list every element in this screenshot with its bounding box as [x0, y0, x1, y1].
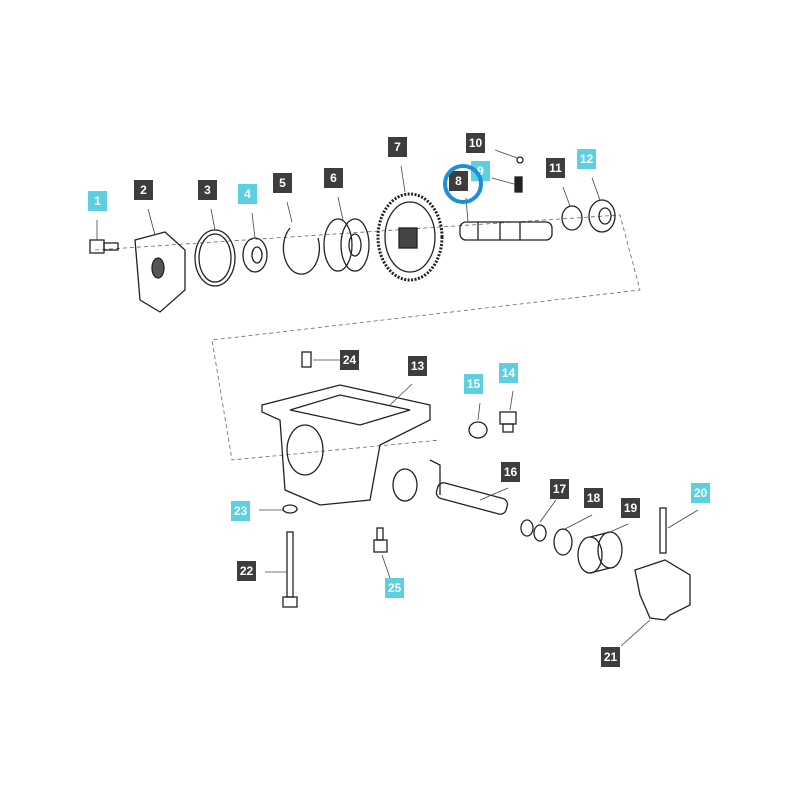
part-label-25[interactable]: 25	[385, 578, 404, 598]
part-11-snap-ring[interactable]	[561, 205, 583, 231]
part-label-6[interactable]: 6	[324, 168, 343, 188]
part-label-1[interactable]: 1	[88, 191, 107, 211]
part-label-14[interactable]: 14	[499, 363, 518, 383]
part-23-washer[interactable]	[282, 504, 298, 514]
part-16-shaft[interactable]	[429, 459, 509, 516]
part-label-10[interactable]: 10	[466, 133, 485, 153]
part-8-shaft[interactable]	[459, 221, 553, 241]
part-3-o-ring[interactable]	[194, 229, 236, 287]
part-label-7[interactable]: 7	[388, 137, 407, 157]
part-label-13[interactable]: 13	[408, 356, 427, 376]
part-label-22[interactable]: 22	[237, 561, 256, 581]
part-12-bearing[interactable]	[588, 199, 616, 233]
part-label-20[interactable]: 20	[691, 483, 710, 503]
part-label-18[interactable]: 18	[584, 488, 603, 508]
part-label-23[interactable]: 23	[231, 501, 250, 521]
part-6-bearing[interactable]	[323, 218, 370, 272]
part-label-24[interactable]: 24	[340, 350, 359, 370]
part-7-gear[interactable]	[376, 192, 444, 282]
part-label-2[interactable]: 2	[134, 180, 153, 200]
part-19-bushing[interactable]	[577, 531, 623, 574]
leader-lines	[96, 149, 699, 647]
part-17-o-ring[interactable]	[520, 519, 534, 537]
part-14-plug[interactable]	[499, 411, 517, 433]
part-label-15[interactable]: 15	[464, 374, 483, 394]
part-5-circlip[interactable]	[282, 227, 321, 275]
assembly-guide-line	[94, 214, 641, 461]
part-13-housing[interactable]	[261, 384, 431, 506]
selection-circle	[443, 164, 483, 204]
part-21-lever[interactable]	[634, 559, 691, 621]
part-10-ball[interactable]	[516, 156, 524, 164]
part-label-5[interactable]: 5	[273, 173, 292, 193]
part-25-screw[interactable]	[373, 527, 388, 553]
part-label-21[interactable]: 21	[601, 647, 620, 667]
part-24-dowel[interactable]	[301, 351, 312, 368]
part-17-o-ring[interactable]	[533, 524, 547, 542]
part-label-4[interactable]: 4	[238, 184, 257, 204]
part-9-spring[interactable]	[514, 176, 523, 193]
part-label-11[interactable]: 11	[546, 158, 565, 178]
part-4-seal[interactable]	[242, 237, 268, 273]
part-1-bolt[interactable]	[89, 239, 119, 254]
part-label-3[interactable]: 3	[198, 180, 217, 200]
part-label-19[interactable]: 19	[621, 498, 640, 518]
part-label-16[interactable]: 16	[501, 462, 520, 482]
part-2-cover-plate[interactable]	[134, 231, 186, 313]
part-22-bolt[interactable]	[282, 531, 298, 608]
part-20-pin[interactable]	[659, 507, 667, 554]
part-15-washer[interactable]	[468, 421, 488, 439]
part-18-o-ring[interactable]	[553, 528, 573, 556]
part-label-12[interactable]: 12	[577, 149, 596, 169]
part-label-17[interactable]: 17	[550, 479, 569, 499]
